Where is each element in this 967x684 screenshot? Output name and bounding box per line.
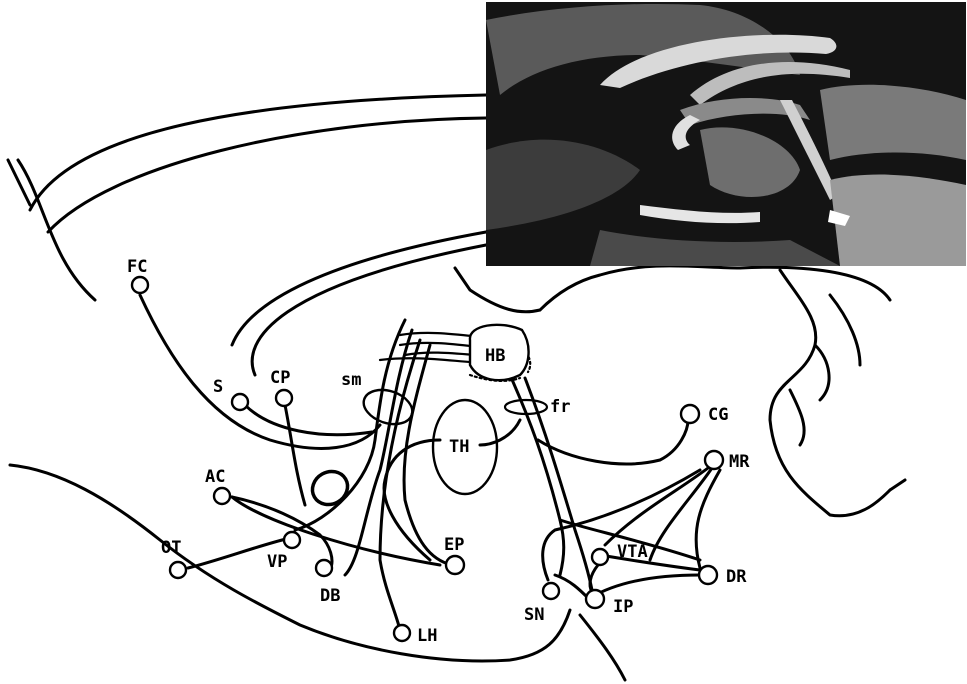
labels: FC S CP AC OT VP DB LH EP CG MR VTA DR S…: [127, 257, 750, 646]
label-s: S: [213, 377, 223, 397]
node-vta: [592, 549, 608, 565]
brain-section-photo: [486, 2, 966, 266]
label-ac: AC: [205, 467, 225, 487]
label-mr: MR: [729, 452, 750, 472]
node-ac: [214, 488, 230, 504]
node-ip: [586, 590, 604, 608]
pathways: [140, 295, 720, 630]
node-cp: [276, 390, 292, 406]
label-th: TH: [449, 437, 469, 457]
node-ep: [446, 556, 464, 574]
label-ip: IP: [613, 597, 633, 617]
label-cg: CG: [708, 405, 728, 425]
label-fc: FC: [127, 257, 147, 277]
label-vp: VP: [267, 552, 287, 572]
node-mr: [705, 451, 723, 469]
node-sn: [543, 583, 559, 599]
label-fr: fr: [550, 397, 570, 417]
node-vp: [284, 532, 300, 548]
label-lh: LH: [417, 626, 437, 646]
node-lh: [394, 625, 410, 641]
nodes: [132, 277, 723, 641]
label-sm: sm: [341, 370, 361, 390]
node-dr: [699, 566, 717, 584]
node-db: [316, 560, 332, 576]
label-cp: CP: [270, 368, 290, 388]
node-fc: [132, 277, 148, 293]
label-db: DB: [320, 586, 340, 606]
stria-medullaris-tract: [359, 384, 416, 430]
label-hb: HB: [485, 346, 505, 366]
label-sn: SN: [524, 605, 544, 625]
label-dr: DR: [726, 567, 747, 587]
label-ep: EP: [444, 535, 464, 555]
node-s: [232, 394, 248, 410]
label-ot: OT: [161, 538, 181, 558]
label-vta: VTA: [617, 542, 648, 562]
node-ot: [170, 562, 186, 578]
node-cg: [681, 405, 699, 423]
commissure-ring: [306, 465, 353, 511]
